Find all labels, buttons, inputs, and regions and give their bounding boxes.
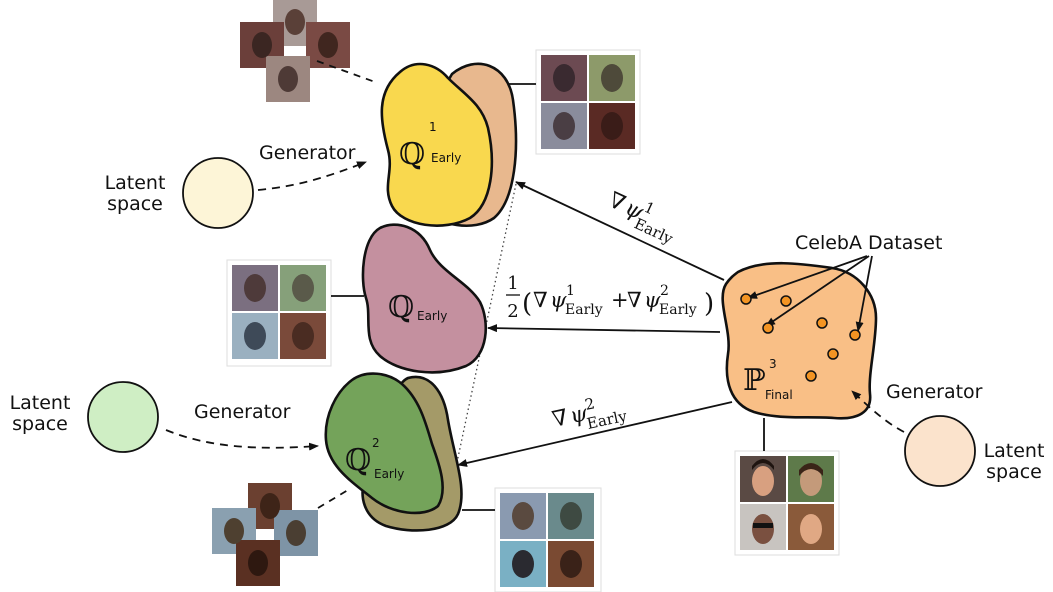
face-grid-q1 [535,49,641,155]
svg-text:ℚ: ℚ [399,137,425,172]
svg-text:(: ( [522,289,532,319]
generator-arrow-3 [851,390,905,433]
connector-q1-thumb [316,60,376,83]
q-mid-symbol: ℚ Early [388,290,447,325]
latent-space-circle-1 [182,157,254,229]
data-point [816,317,828,329]
svg-text:Early: Early [631,214,676,248]
svg-text:∇: ∇ [533,288,548,312]
data-point [849,329,861,341]
gradient-label-bottom: ∇ ψ 2 Early [550,394,629,433]
svg-text:2: 2 [372,436,380,450]
svg-text:1: 1 [566,283,575,299]
svg-text:2: 2 [583,394,596,414]
gradient-arrow-bottom [457,401,733,467]
generator-label-3: Generator [886,381,983,403]
face-grid-q-mid [226,259,332,367]
q2-front-blob [324,372,444,515]
svg-text:+: + [611,288,629,312]
face-grid-q2 [494,487,602,592]
svg-text:Early: Early [417,309,447,323]
svg-text:1: 1 [507,273,518,294]
latent-space-circle-2 [87,381,159,453]
p-final-symbol: ℙ 3 Final [743,357,793,402]
latent-space-circle-3 [904,415,976,487]
svg-text:2: 2 [507,301,518,322]
data-points [740,293,861,382]
celeba-pointer-3 [855,255,873,332]
svg-text:ℚ: ℚ [345,443,371,478]
latent-label-2-line2: space [12,413,68,435]
data-point [740,293,752,305]
celeba-pointer-1 [747,255,868,299]
svg-text:∇: ∇ [550,405,570,433]
connector-q2-thumb [317,489,349,509]
svg-text:ψ: ψ [568,401,591,429]
q-mid-blob [361,223,488,374]
svg-text:Final: Final [765,388,793,402]
gradient-label-top: ∇ ψ 1 Early [604,188,676,248]
face-grid-celeba [734,450,840,556]
generator-arrow-1 [257,161,367,191]
svg-text:∇: ∇ [627,288,642,312]
gradient-arrow-middle [487,324,721,333]
generator-arrow-2 [165,429,319,451]
svg-text:ψ: ψ [644,288,661,312]
svg-text:ℚ: ℚ [388,290,414,325]
svg-text:ℙ: ℙ [743,363,766,398]
q1-symbol: ℚ 1 Early [399,120,461,172]
data-point [762,322,774,334]
svg-text:Early: Early [565,302,603,318]
latent-label-2-line1: Latent [10,392,71,414]
svg-text:ψ: ψ [550,288,567,312]
svg-text:): ) [704,289,714,319]
gradient-label-middle: 1 2 ( ∇ ψ 1 Early + ∇ ψ 2 Early ) [506,273,714,322]
latent-label-1-line2: space [107,193,163,215]
svg-text:Early: Early [431,151,461,165]
latent-label-1-line1: Latent [105,172,166,194]
generator-label-2: Generator [194,401,291,423]
svg-text:2: 2 [660,283,669,299]
svg-text:1: 1 [429,120,437,134]
celeba-pointer-2 [765,255,870,327]
latent-label-3-line1: Latent [984,440,1045,462]
data-point [827,348,839,360]
face-thumb-top-left [240,0,350,102]
q2-symbol: ℚ 2 Early [345,436,404,481]
svg-text:Early: Early [374,467,404,481]
latent-label-3-line2: space [986,461,1042,483]
svg-text:3: 3 [769,357,777,371]
celeba-dataset-label: CelebA Dataset [795,232,942,254]
generator-label-1: Generator [259,142,356,164]
data-point [805,370,817,382]
q1-front-blob [380,62,494,227]
svg-text:Early: Early [659,302,697,318]
face-thumb-bottom-left [212,483,318,586]
data-point [780,295,792,307]
gradient-arrow-top [515,181,725,281]
